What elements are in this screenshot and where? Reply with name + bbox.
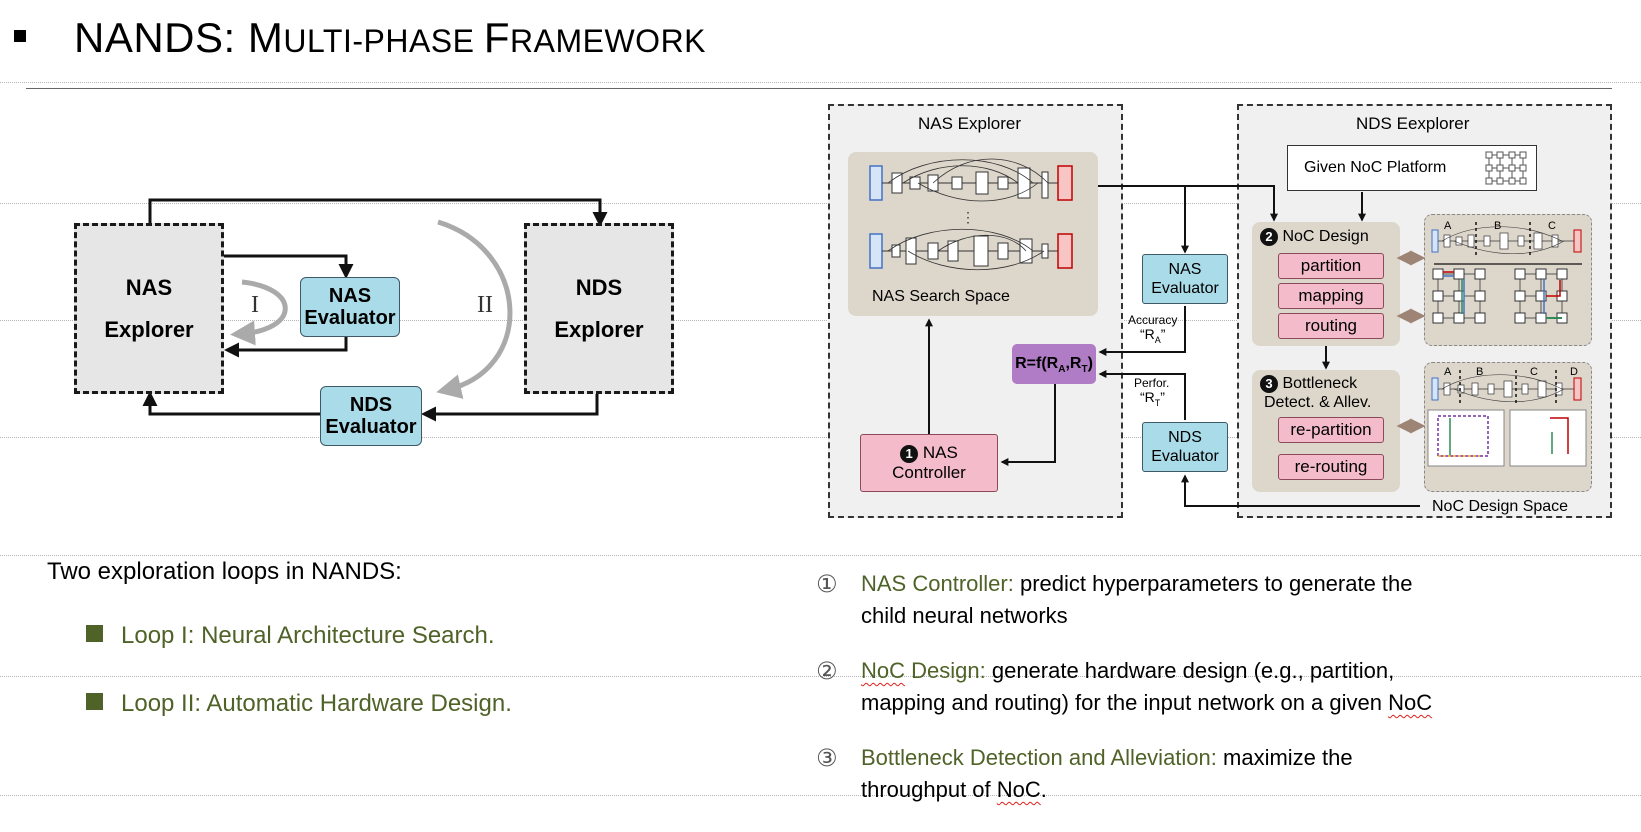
square-bullet-icon (86, 693, 103, 710)
svg-text:⋮: ⋮ (961, 209, 975, 225)
search-space-label: NAS Search Space (872, 288, 1010, 305)
step-three: ③ Bottleneck Detection and Alleviation: … (816, 744, 1353, 802)
step-one: ① NAS Controller: predict hyperparameter… (816, 570, 1413, 628)
loop-two-label: II (477, 292, 493, 318)
mapping-button: mapping (1278, 283, 1384, 309)
routing-button: routing (1278, 313, 1384, 339)
col-letter: B (1494, 220, 1502, 232)
nas-panel-title: NAS Explorer (918, 114, 1021, 133)
mesh-grid-icon (1485, 151, 1527, 185)
accuracy-label: Accuracy (1128, 313, 1178, 327)
step-two: ② NoC Design: generate hardware design (… (816, 657, 1433, 715)
col-letter: B (1476, 366, 1484, 378)
loops-heading: Two exploration loops in NANDS: (47, 558, 402, 585)
loop-one-label: I (251, 292, 259, 318)
loop-two-item: Loop II: Automatic Hardware Design. (86, 690, 512, 718)
col-letter: A (1444, 366, 1452, 378)
col-letter: C (1548, 220, 1556, 232)
col-letter: C (1530, 366, 1538, 378)
perfor-symbol: “RT” (1140, 389, 1165, 408)
col-letter: D (1570, 366, 1578, 378)
page-title: NANDS: MULTI-PHASE FRAMEWORK (74, 14, 707, 61)
title-rule (26, 88, 1612, 89)
noc-mapping-illustrations (1427, 222, 1587, 467)
nds-panel-title: NDS Eexplorer (1356, 114, 1470, 133)
partition-button: partition (1278, 253, 1384, 279)
re-partition-button: re-partition (1278, 417, 1384, 443)
nas-search-space (848, 152, 1098, 316)
loop-one-item: Loop I: Neural Architecture Search. (86, 622, 495, 650)
noc-design-title: 2 NoC Design (1260, 228, 1369, 246)
title-bullet (14, 30, 26, 42)
accuracy-symbol: “RA” (1140, 326, 1166, 345)
noc-design-space-label: NoC Design Space (1432, 498, 1569, 515)
re-routing-button: re-routing (1278, 454, 1384, 480)
col-letter: A (1444, 220, 1452, 232)
noc-platform-label: Given NoC Platform (1304, 159, 1447, 176)
reward-function-box: R=f(RA,RT) (1012, 344, 1096, 384)
square-bullet-icon (86, 625, 103, 642)
perfor-label: Perfor. (1134, 376, 1170, 390)
left-diagram-connectors (142, 198, 608, 422)
network-graph-icon: ⋮ (869, 158, 1073, 271)
noc-platform-box: Given NoC Platform (1287, 145, 1537, 191)
